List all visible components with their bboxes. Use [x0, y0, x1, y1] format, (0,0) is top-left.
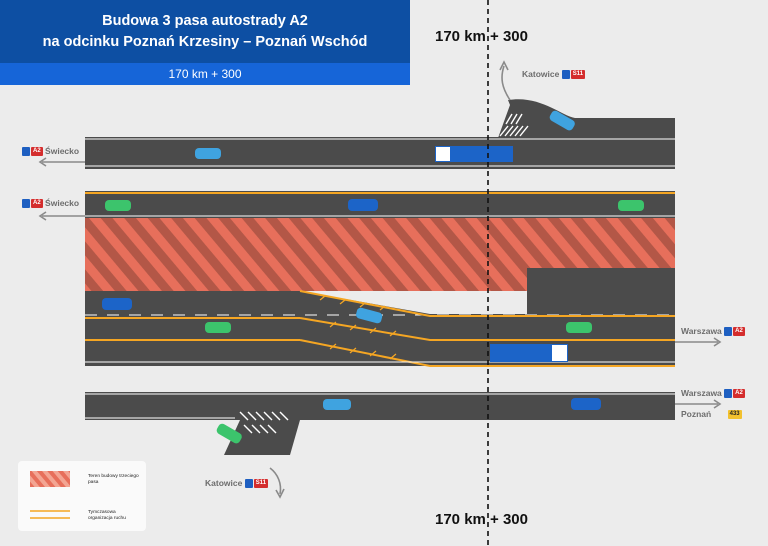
road-sign-icon: [561, 70, 570, 80]
road-sign-icon: [244, 479, 253, 489]
temporary-markings: [85, 290, 675, 367]
vehicles: [102, 110, 644, 444]
road-top: [85, 137, 675, 169]
chevron-markings-top: [499, 113, 529, 137]
direction-warszawa-1: Warszawa A2: [681, 326, 745, 337]
direction-katowice-top: Katowice S11: [522, 69, 586, 80]
road-sign-icon: [22, 147, 30, 157]
direction-label: Warszawa: [681, 388, 722, 398]
car: [105, 200, 131, 211]
legend-swatches: [30, 471, 70, 519]
direction-label: Świecko: [45, 146, 80, 156]
title-subtitle: 170 km + 300: [0, 63, 410, 85]
hatch-lines-orange: [319, 295, 397, 360]
legend-construction-label: Teren budowy trzeciego pasa: [88, 474, 139, 485]
route-badge: S11: [570, 70, 586, 80]
direction-swiecko-1: A2 Świecko: [22, 146, 80, 157]
km-marker-top: 170 km + 300: [435, 28, 528, 45]
car: [216, 423, 242, 444]
car: [571, 398, 601, 410]
car: [205, 322, 231, 333]
direction-label: Katowice: [522, 69, 560, 79]
car: [323, 399, 351, 410]
direction-label: Katowice: [205, 478, 243, 488]
title-line-1: Budowa 3 pasa autostrady A2: [102, 13, 308, 29]
car: [549, 110, 575, 131]
route-badge: A2: [733, 327, 745, 337]
car: [618, 200, 644, 211]
route-badge: 433: [727, 410, 742, 420]
direction-label: Warszawa: [681, 326, 722, 336]
route-badge: A2: [31, 199, 43, 209]
route-badge: A2: [31, 147, 43, 157]
title-line-2: na odcinku Poznań Krzesiny – Poznań Wsch…: [42, 34, 368, 50]
truck: [490, 344, 568, 362]
car: [102, 298, 132, 310]
direction-label: Poznań: [681, 409, 712, 419]
direction-swiecko-2: A2 Świecko: [22, 198, 80, 209]
direction-katowice-bottom: Katowice S11: [205, 478, 269, 489]
car: [348, 199, 378, 211]
legend-temporary-label: Tymczasowa organizacja ruchu: [88, 510, 126, 521]
km-marker-bottom: 170 km + 300: [435, 511, 528, 528]
road-westbound: [85, 191, 675, 218]
direction-label: Świecko: [45, 198, 80, 208]
car: [356, 307, 383, 324]
legend-construction-swatch: [30, 471, 70, 487]
car: [195, 148, 221, 159]
legend: Teren budowy trzeciego pasa Tymczasowa o…: [18, 461, 146, 531]
chevron-markings-bottom: [239, 411, 289, 434]
slip-road-top: [498, 99, 675, 138]
truck: [435, 146, 513, 162]
construction-zone: [85, 218, 675, 268]
route-badge: A2: [733, 389, 745, 399]
road-sign-icon: [724, 389, 733, 399]
route-badge: S11: [253, 479, 269, 489]
direction-warszawa-2: Warszawa A2: [681, 388, 745, 399]
road-sign-icon: [22, 199, 30, 209]
car: [566, 322, 592, 333]
direction-poznan: Poznań 433: [681, 409, 742, 420]
title-box: Budowa 3 pasa autostrady A2 na odcinku P…: [0, 0, 410, 85]
direction-arrows: [38, 60, 722, 499]
road-sign-icon: [724, 327, 733, 337]
